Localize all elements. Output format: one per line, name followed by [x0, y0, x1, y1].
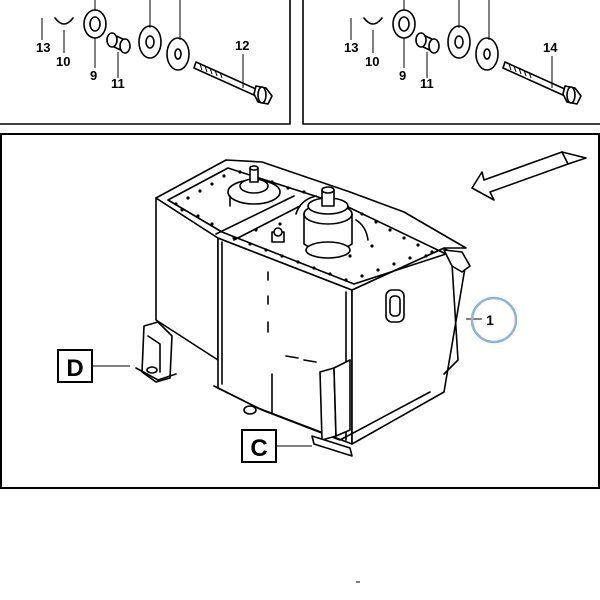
fuel-tank [135, 159, 471, 457]
callout-10-right: 10 [365, 54, 379, 69]
bracket-c-foot [311, 435, 353, 457]
spacer-11 [106, 32, 131, 54]
washer-13-part-right [363, 17, 383, 25]
right-strap [443, 263, 459, 375]
callout-12: 12 [235, 38, 249, 53]
item-callout-1: 1 [466, 296, 518, 344]
callout-11-left: 11 [111, 76, 125, 91]
top-left-panel-border [0, 0, 291, 125]
callout-9-left: 9 [90, 68, 97, 83]
seal-ring-10-right [392, 0, 416, 39]
item-callout-1-text: 1 [486, 312, 494, 328]
top-seam [215, 195, 295, 235]
washer-13-part [54, 17, 74, 25]
washer-right [475, 37, 499, 71]
top-right-panel: 13 10 9 11 14 [302, 0, 600, 125]
drain-plug [243, 405, 257, 415]
top-right-panel-border [302, 0, 600, 125]
callout-14: 14 [543, 40, 558, 55]
seal-ring-10 [83, 0, 107, 39]
direction-arrow [471, 151, 569, 201]
bracket-c-side [333, 359, 351, 437]
filler-neck [295, 186, 369, 259]
top-left-panel: 13 10 9 11 12 [0, 0, 291, 125]
cushion [138, 25, 162, 59]
highlight-circle [470, 296, 518, 344]
base-frame [213, 385, 431, 441]
callout-13-left: 13 [36, 40, 50, 55]
view-label-c: C [241, 429, 312, 463]
sender-unit [271, 227, 285, 243]
bracket-d [135, 321, 177, 383]
bolt-14 [502, 61, 582, 105]
cushion-right [447, 25, 471, 59]
view-label-c-text: C [250, 435, 267, 462]
washer [166, 37, 190, 71]
main-panel-border [0, 133, 600, 489]
spacer-11-right [415, 32, 440, 54]
top-seam-2 [233, 205, 301, 241]
top-bracket [443, 249, 471, 273]
callout-11-right: 11 [420, 76, 434, 91]
view-label-d: D [57, 349, 130, 383]
callout-9-right: 9 [399, 68, 406, 83]
fuel-cap [227, 165, 281, 207]
main-panel: D C 1 [0, 133, 600, 489]
callout-10-left: 10 [56, 54, 70, 69]
direction-arrow-tail [561, 151, 587, 165]
front-slots [267, 271, 317, 363]
view-label-d-text: D [66, 355, 83, 382]
bolt-12 [193, 61, 273, 105]
callout-13-right: 13 [344, 40, 358, 55]
sight-gauge [385, 289, 405, 323]
